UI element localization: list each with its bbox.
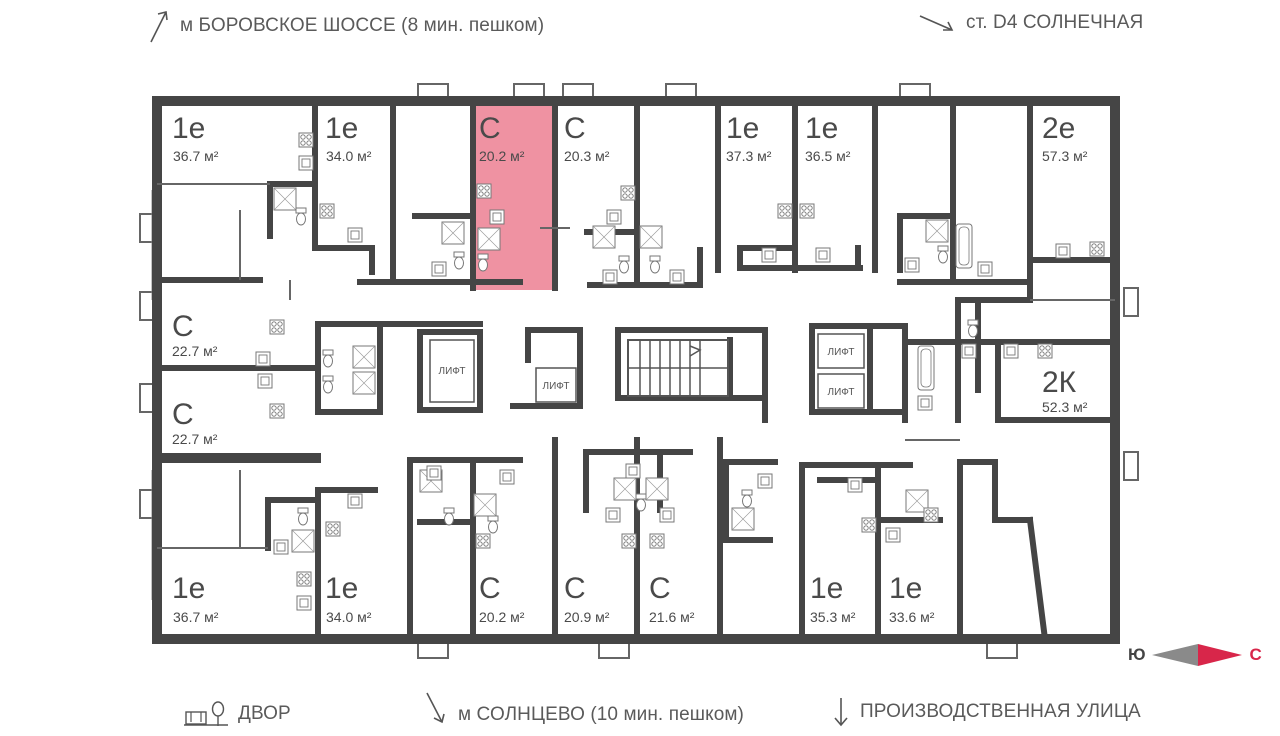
- apartment-type: 1е: [810, 572, 843, 605]
- apartment-area: 35.3 м²: [810, 609, 856, 625]
- apartment-area: 20.3 м²: [564, 148, 610, 164]
- apartment-t6[interactable]: 1е 36.5 м²: [805, 112, 851, 164]
- apartment-type: 1е: [325, 112, 358, 145]
- apartment-type: С: [479, 572, 501, 605]
- elevator-shafts: [429, 333, 865, 409]
- elevator-label: ЛИФТ: [828, 347, 855, 358]
- apartment-type: 1е: [805, 112, 838, 145]
- apartment-labels: 1е 36.7 м² 1е 34.0 м² С 20.2 м² С 20.3 м…: [172, 112, 1088, 625]
- apartment-type: 2е: [1042, 112, 1075, 145]
- staircase: [627, 339, 729, 397]
- direction-bottom-center: м СОЛНЦЕВО (10 мин. пешком): [424, 690, 744, 726]
- apartment-type: С: [564, 572, 586, 605]
- apartment-t4[interactable]: С 20.3 м²: [564, 112, 610, 164]
- elevator-label: ЛИФТ: [439, 366, 466, 377]
- apartment-area: 34.0 м²: [326, 148, 372, 164]
- arrow-up-right-icon: [150, 11, 168, 43]
- apartment-t3[interactable]: С 20.2 м²: [479, 112, 525, 164]
- apartment-type: 1е: [172, 112, 205, 145]
- apartment-area: 20.2 м²: [479, 148, 525, 164]
- apartment-type: 1е: [172, 572, 205, 605]
- apartment-t1[interactable]: 1е 36.7 м²: [172, 112, 219, 164]
- apartment-area: 37.3 м²: [726, 148, 772, 164]
- apartment-m1[interactable]: С 22.7 м²: [172, 310, 218, 359]
- compass-south-label: Ю: [1128, 645, 1146, 664]
- apartment-m3[interactable]: 2К 52.3 м²: [1042, 366, 1088, 415]
- apartment-t5[interactable]: 1е 37.3 м²: [726, 112, 772, 164]
- direction-label: ст. D4 СОЛНЕЧНАЯ: [966, 12, 1144, 33]
- apartment-type: С: [479, 112, 501, 145]
- apartment-area: 20.2 м²: [479, 609, 525, 625]
- apartment-b4[interactable]: С 20.9 м²: [564, 572, 610, 625]
- apartment-area: 20.9 м²: [564, 609, 610, 625]
- thin-partitions: [157, 183, 1115, 549]
- apartment-type: С: [564, 112, 586, 145]
- direction-bottom-right: ПРОИЗВОДСТВЕННАЯ УЛИЦА: [832, 696, 1141, 728]
- apartment-area: 52.3 м²: [1042, 399, 1088, 415]
- arrow-down-icon: [834, 698, 848, 727]
- direction-top-right: ст. D4 СОЛНЕЧНАЯ: [918, 10, 1143, 36]
- apartment-t2[interactable]: 1е 34.0 м²: [325, 112, 372, 164]
- apartment-area: 36.7 м²: [173, 148, 219, 164]
- elevator-label: ЛИФТ: [543, 381, 570, 392]
- apartment-area: 34.0 м²: [326, 609, 372, 625]
- direction-label: м СОЛНЦЕВО (10 мин. пешком): [458, 704, 744, 725]
- apartment-b5[interactable]: С 21.6 м²: [649, 572, 695, 625]
- arrow-down-right-icon: [919, 15, 954, 31]
- apartment-type: 1е: [325, 572, 358, 605]
- elevator-label: ЛИФТ: [828, 387, 855, 398]
- apartment-area: 22.7 м²: [172, 343, 218, 359]
- direction-yard: ДВОР: [184, 700, 291, 728]
- apartment-type: 1е: [889, 572, 922, 605]
- apartment-area: 57.3 м²: [1042, 148, 1088, 164]
- direction-label: м БОРОВСКОЕ ШОССЕ (8 мин. пешком): [180, 15, 545, 36]
- compass: Ю С: [1128, 640, 1270, 670]
- apartment-t7[interactable]: 2е 57.3 м²: [1042, 112, 1088, 164]
- apartment-b3[interactable]: С 20.2 м²: [479, 572, 525, 625]
- compass-north-label: С: [1249, 645, 1262, 664]
- direction-label: ПРОИЗВОДСТВЕННАЯ УЛИЦА: [860, 701, 1141, 722]
- apartment-type: 2К: [1042, 366, 1077, 399]
- apartment-m2[interactable]: С 22.7 м²: [172, 398, 218, 447]
- arrow-down-right-icon: [426, 692, 445, 724]
- apartment-type: С: [172, 310, 194, 343]
- apartment-type: С: [649, 572, 671, 605]
- apartment-type: 1е: [726, 112, 759, 145]
- apartment-type: С: [172, 398, 194, 431]
- interior-walls: [154, 98, 1118, 643]
- apartment-area: 21.6 м²: [649, 609, 695, 625]
- compass-arrow-icon: [1151, 644, 1242, 666]
- apartment-b1[interactable]: 1е 36.7 м²: [172, 572, 219, 625]
- apartment-area: 33.6 м²: [889, 609, 935, 625]
- apartment-b6[interactable]: 1е 35.3 м²: [810, 572, 856, 625]
- apartment-area: 22.7 м²: [172, 431, 218, 447]
- direction-label: ДВОР: [238, 703, 291, 724]
- direction-top-left: м БОРОВСКОЕ ШОССЕ (8 мин. пешком): [148, 8, 544, 44]
- yard-icon: [184, 701, 228, 726]
- apartment-b2[interactable]: 1е 34.0 м²: [325, 572, 372, 625]
- apartment-area: 36.7 м²: [173, 609, 219, 625]
- apartment-b7[interactable]: 1е 33.6 м²: [889, 572, 935, 625]
- apartment-area: 36.5 м²: [805, 148, 851, 164]
